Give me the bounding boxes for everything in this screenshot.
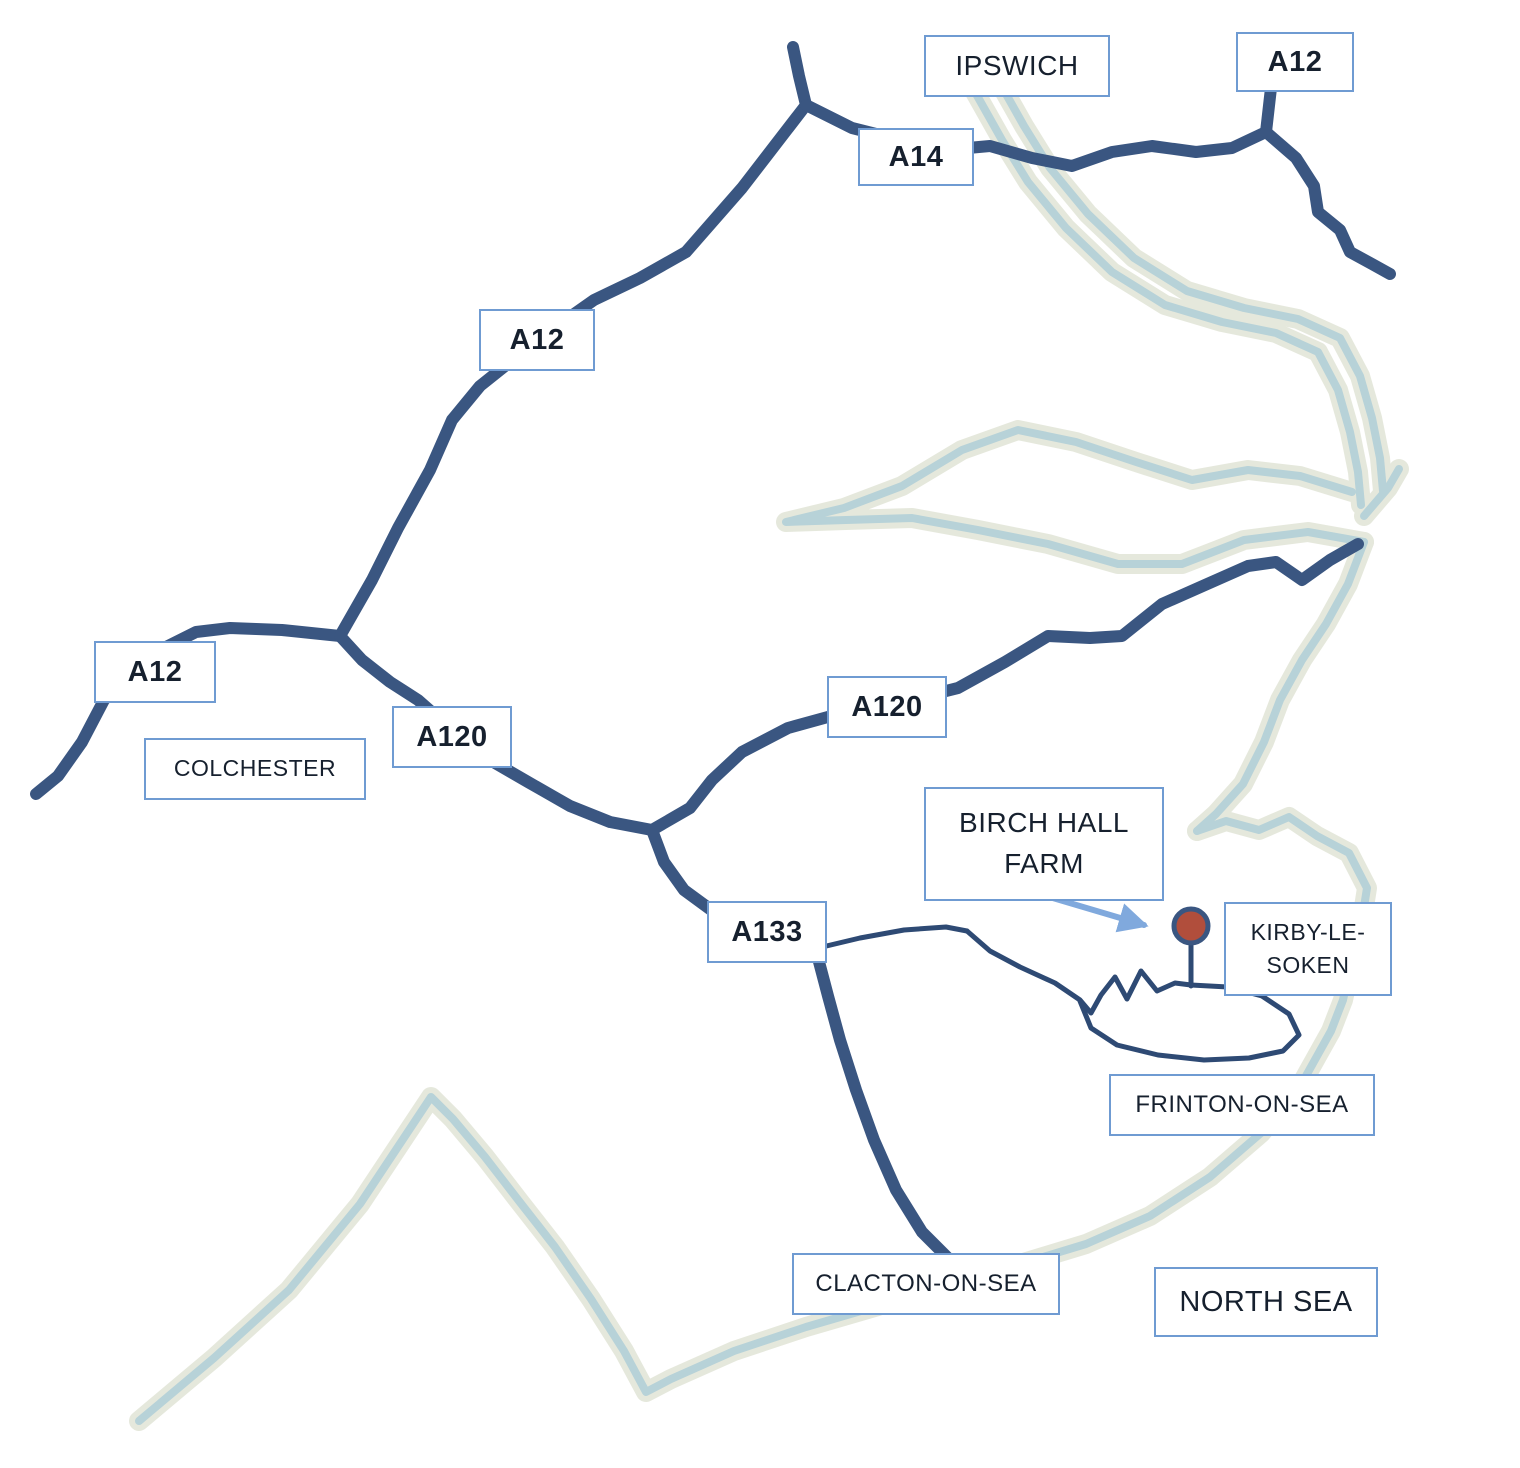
label-a12-northeast-text: A12 [1267, 45, 1323, 78]
label-a120-west-text: A120 [416, 720, 488, 753]
label-a12-middle-text: A12 [509, 323, 565, 356]
road-a133-path [646, 824, 972, 1282]
label-a14-text: A14 [888, 140, 944, 173]
label-a12-west: A12 [94, 641, 216, 703]
label-birch-hall-farm: BIRCH HALL FARM [924, 787, 1164, 901]
label-a133: A133 [707, 901, 827, 963]
label-north-sea: NORTH SEA [1154, 1267, 1378, 1337]
label-a133-text: A133 [731, 915, 803, 948]
label-ipswich: IPSWICH [924, 35, 1110, 97]
label-birch-hall-farm-line1: BIRCH HALL [959, 807, 1129, 839]
road-frinton-loop [1077, 982, 1302, 1063]
label-north-sea-text: NORTH SEA [1179, 1285, 1353, 1318]
location-marker-icon [1171, 906, 1211, 946]
label-frinton-on-sea: FRINTON-ON-SEA [1109, 1074, 1375, 1136]
road-a120-east-path [646, 538, 1364, 836]
label-birch-hall-farm-line2: FARM [1004, 848, 1084, 879]
label-clacton-on-sea: CLACTON-ON-SEA [792, 1253, 1060, 1315]
label-kirby-le-soken: KIRBY-LE- SOKEN [1224, 902, 1392, 996]
label-a120-middle: A120 [827, 676, 947, 738]
label-kirby-le-soken-line1: KIRBY-LE- [1250, 918, 1366, 945]
annotation-layer [1043, 893, 1211, 946]
label-a120-middle-text: A120 [851, 690, 923, 723]
label-a12-middle: A12 [479, 309, 595, 371]
road-a12-se-path [1260, 126, 1396, 280]
label-clacton-on-sea-text: CLACTON-ON-SEA [815, 1269, 1037, 1297]
label-frinton-on-sea-text: FRINTON-ON-SEA [1135, 1090, 1349, 1118]
road-b-road-zigzag [964, 928, 1194, 1016]
label-ipswich-text: IPSWICH [955, 49, 1079, 81]
road-a12-north-stub-path [787, 41, 812, 111]
label-colchester-text: COLCHESTER [173, 755, 337, 782]
label-a120-west: A120 [392, 706, 512, 768]
label-a14: A14 [858, 128, 974, 186]
label-colchester: COLCHESTER [144, 738, 366, 800]
label-a12-northeast: A12 [1236, 32, 1354, 92]
label-a12-west-text: A12 [127, 655, 183, 688]
label-kirby-le-soken-line2: SOKEN [1266, 952, 1350, 978]
road-b-road-to-kirby [815, 924, 970, 951]
